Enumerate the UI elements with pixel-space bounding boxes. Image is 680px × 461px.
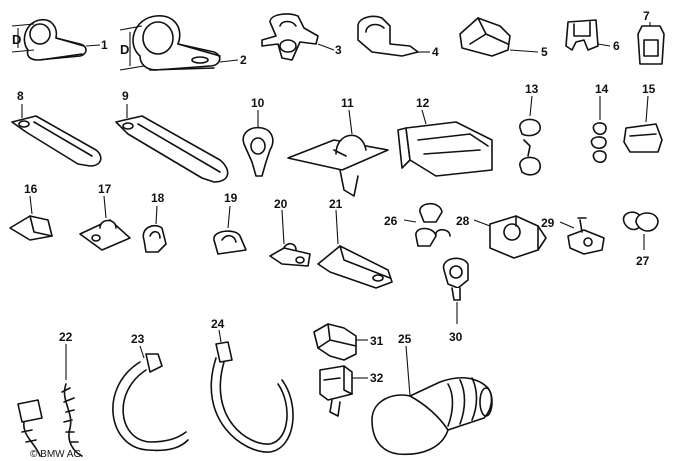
callout-5: 5 [541, 45, 548, 59]
part-16-edge-clip [9, 195, 53, 241]
part-2-dimension-label: D [120, 42, 129, 57]
callout-27: 27 [636, 254, 650, 268]
part-30-push-pin-clip [442, 257, 469, 324]
part-6-double-clip [565, 19, 611, 51]
callout-25: 25 [398, 332, 412, 346]
part-4-saddle-clip [357, 15, 430, 57]
part-1-dimension-label: D [12, 32, 21, 47]
callout-10: 10 [251, 96, 265, 110]
callout-24: 24 [211, 317, 225, 331]
callout-26: 26 [384, 214, 398, 228]
part-27-twin-ring [622, 211, 659, 250]
callout-20: 20 [274, 197, 288, 211]
callout-2: 2 [240, 53, 247, 67]
callout-3: 3 [335, 43, 342, 57]
part-26-stacked-clip [403, 202, 451, 247]
part-2-p-clip [119, 15, 239, 71]
part-12-channel-clip [397, 109, 493, 177]
callout-29: 29 [541, 216, 555, 230]
callout-6: 6 [613, 39, 620, 53]
part-18-hook-clip [142, 205, 167, 253]
callout-12: 12 [416, 96, 430, 110]
callout-21: 21 [329, 197, 343, 211]
part-23-band-clamp [112, 345, 189, 452]
callout-22: 22 [59, 330, 73, 344]
part-11-plate-clip [287, 109, 389, 197]
callout-31: 31 [370, 334, 384, 348]
callout-9: 9 [122, 89, 129, 103]
callout-7: 7 [643, 9, 650, 23]
callout-13: 13 [525, 82, 539, 96]
callout-23: 23 [131, 332, 145, 346]
callout-14: 14 [595, 82, 609, 96]
callout-16: 16 [24, 182, 38, 196]
part-7-spring-clip [637, 22, 665, 65]
callout-11: 11 [341, 96, 354, 110]
callout-17: 17 [98, 182, 112, 196]
part-32-clip-block [319, 365, 368, 417]
part-5-bracket-clip [459, 17, 539, 57]
callout-1: 1 [101, 38, 108, 52]
part-20-small-strap [269, 209, 311, 267]
copyright-text: © BMW AG [30, 449, 81, 460]
part-3-snap-clip [261, 13, 335, 61]
part-14-spiral-clip [590, 96, 607, 164]
part-1-p-clip [11, 18, 101, 61]
part-31-double-holder [313, 323, 368, 361]
part-15-flat-clip [623, 95, 663, 153]
part-9-long-strap [115, 104, 229, 183]
callout-18: 18 [151, 191, 165, 205]
part-13-double-ring-clip [519, 95, 541, 176]
callout-28: 28 [456, 214, 470, 228]
callout-32: 32 [370, 371, 384, 385]
part-17-bracket [79, 195, 131, 251]
callout-15: 15 [642, 82, 656, 96]
callout-8: 8 [17, 89, 24, 103]
part-21-flat-strap [317, 209, 393, 289]
part-10-push-clip [242, 110, 274, 177]
part-29-pin-clip [559, 217, 605, 255]
part-19-loop-clip [213, 205, 247, 255]
part-28-block-clip [473, 215, 547, 259]
part-8-strap [11, 104, 102, 167]
callout-30: 30 [449, 330, 463, 344]
callout-4: 4 [432, 45, 439, 59]
part-25-rubber-boot [371, 345, 493, 456]
part-22-edge-protector [17, 344, 83, 457]
callout-19: 19 [224, 191, 238, 205]
part-24-cable-tie [210, 329, 294, 453]
